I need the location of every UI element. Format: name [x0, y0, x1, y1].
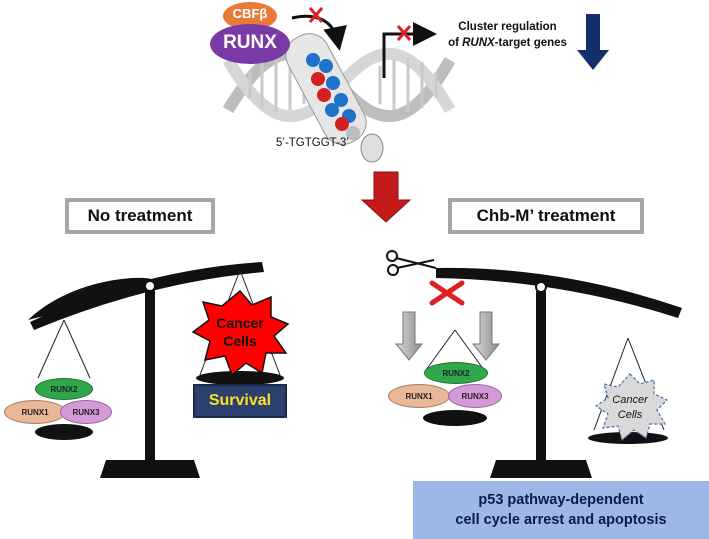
survival-badge: Survival [193, 384, 287, 418]
left-runx2-pill: RUNX2 [35, 378, 93, 400]
right-runx2-pill: RUNX2 [424, 362, 488, 384]
outcome-line-2: cell cycle arrest and apoptosis [455, 512, 667, 528]
left-balance [28, 262, 284, 478]
gray-down-arrow-left [394, 311, 424, 361]
cluster-line-1: Cluster regulation [458, 21, 557, 33]
runx-label: RUNX [223, 32, 277, 53]
treatment-arrow [360, 171, 412, 223]
binding-block-x-icon [308, 7, 324, 23]
right-runx3-pill: RUNX3 [448, 384, 502, 408]
right-balance [423, 267, 682, 478]
cluster-line-2: of RUNX-target genes [448, 37, 567, 49]
outcome-box: p53 pathway-dependent cell cycle arrest … [413, 481, 709, 539]
cluster-regulation-text: Cluster regulation of RUNX-target genes [440, 19, 575, 51]
cbfb-label: CBFβ [232, 6, 268, 21]
left-cancer-cells-star [191, 289, 290, 377]
chb-treatment-label: Chb-M’ treatment [448, 198, 644, 234]
break-x-icon [429, 280, 465, 306]
transcription-arrow [382, 22, 437, 78]
scissors-icon [386, 250, 437, 276]
runx-ellipse [210, 24, 290, 64]
motif-label: 5’-TGTGGT-3’ [276, 137, 349, 149]
transcription-block-x-icon [396, 25, 412, 41]
binding-arrow [291, 14, 347, 51]
cbfb-ellipse [223, 2, 277, 30]
right-runx1-pill: RUNX1 [388, 384, 450, 408]
left-runx1-pill: RUNX1 [4, 400, 66, 424]
runx-binding-chain [285, 33, 384, 163]
outcome-line-1: p53 pathway-dependent [478, 492, 644, 508]
left-runx3-pill: RUNX3 [60, 400, 112, 424]
down-regulation-arrow [577, 14, 609, 70]
gray-down-arrow-right [471, 311, 501, 361]
right-cancer-cells-star [594, 373, 669, 442]
no-treatment-label: No treatment [65, 198, 215, 234]
